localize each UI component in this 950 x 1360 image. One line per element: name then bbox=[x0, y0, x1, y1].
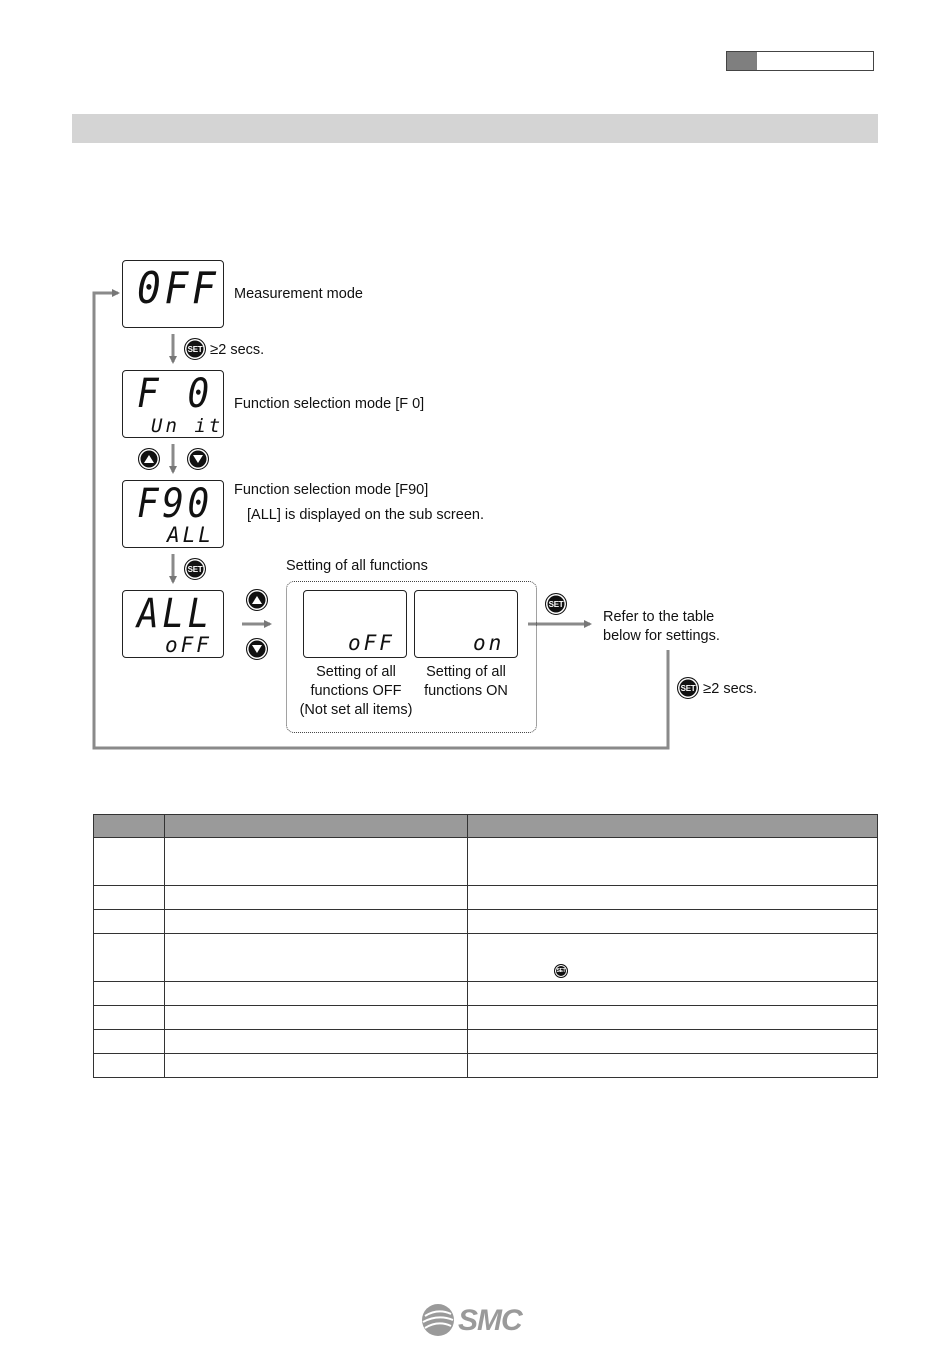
display-sub-text: ALL bbox=[167, 523, 214, 547]
table-row: SET bbox=[93, 933, 878, 982]
set-key-icon: SET bbox=[184, 558, 206, 580]
display-main-text: F 0 bbox=[137, 371, 213, 417]
refer-label: Refer to the table below for settings. bbox=[603, 609, 720, 644]
function-f90-label: Function selection mode [F90] bbox=[234, 482, 429, 498]
return-loop-line bbox=[92, 289, 670, 750]
display-all: ALL oFF bbox=[122, 590, 224, 658]
f90-note: [ALL] is displayed on the sub screen. bbox=[247, 507, 484, 523]
option-on-label: Setting of all functions ON bbox=[424, 664, 508, 699]
hold-label: ≥2 secs. bbox=[210, 341, 265, 358]
header-tag bbox=[726, 51, 874, 71]
display-sub-text: Un it bbox=[151, 415, 224, 437]
table-row bbox=[93, 837, 878, 886]
display-option-on: on bbox=[414, 590, 518, 658]
up-key-icon bbox=[246, 589, 268, 611]
flow-lines bbox=[92, 289, 670, 750]
table-row bbox=[93, 885, 878, 910]
header-tag-fill bbox=[727, 52, 757, 70]
table-row bbox=[93, 909, 878, 934]
option-off-label: Setting of all functions OFF (Not set al… bbox=[299, 664, 413, 718]
table-row bbox=[93, 1053, 878, 1078]
down-key-icon bbox=[187, 448, 209, 470]
set-key-icon: SET bbox=[554, 964, 568, 978]
return-hold-label: ≥2 secs. bbox=[703, 680, 758, 697]
set-key-icon: SET bbox=[545, 593, 567, 615]
display-option-off: oFF bbox=[303, 590, 407, 658]
display-measurement: 0FF bbox=[122, 260, 224, 328]
display-function-f90: F90 ALL bbox=[122, 480, 224, 548]
settings-table: SET bbox=[93, 814, 878, 1078]
display-sub-text: oFF bbox=[165, 633, 212, 657]
section-band bbox=[72, 114, 878, 143]
display-main-text: 0FF bbox=[137, 263, 220, 314]
smc-logo: SMC bbox=[420, 1302, 530, 1338]
function-f0-label: Function selection mode [F 0] bbox=[234, 396, 425, 412]
setting-all-title: Setting of all functions bbox=[286, 558, 428, 574]
set-key-icon: SET bbox=[677, 677, 699, 699]
up-key-icon bbox=[138, 448, 160, 470]
measurement-mode-label: Measurement mode bbox=[234, 286, 363, 302]
table-row bbox=[93, 1029, 878, 1054]
set-key-icon: SET bbox=[184, 338, 206, 360]
table-row bbox=[93, 1005, 878, 1030]
display-sub-text: oFF bbox=[348, 631, 395, 655]
table-row bbox=[93, 981, 878, 1006]
options-box bbox=[286, 581, 537, 733]
display-function-f0: F 0 Un it bbox=[122, 370, 224, 438]
table-header-row bbox=[93, 814, 878, 838]
display-sub-text: on bbox=[473, 631, 505, 655]
display-main-text: ALL bbox=[137, 591, 213, 637]
display-main-text: F90 bbox=[137, 481, 213, 527]
logo-text: SMC bbox=[458, 1304, 523, 1337]
smc-logo-icon bbox=[422, 1304, 454, 1336]
down-key-icon bbox=[246, 638, 268, 660]
